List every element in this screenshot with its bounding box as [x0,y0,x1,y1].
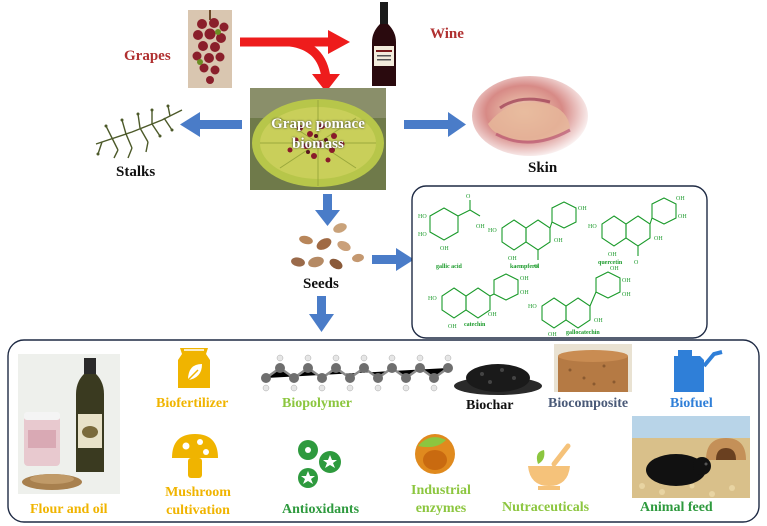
compound-kaempferol: kaempferol [510,264,540,270]
wine-bottle [372,2,396,86]
svg-text:OH: OH [440,246,449,252]
svg-text:OH: OH [448,324,457,330]
wine-label: Wine [430,26,464,42]
svg-text:HO: HO [588,224,597,230]
arrowhead-products [309,314,334,332]
products-box [7,339,760,523]
antioxidants-icon [298,440,341,488]
svg-text:OH: OH [594,318,603,324]
seeds-label: Seeds [303,276,339,292]
grapes-photo [188,10,232,88]
svg-text:HO: HO [428,296,437,302]
grapes-label: Grapes [124,48,171,64]
label-animal-feed: Animal feed [640,500,713,515]
svg-text:HO: HO [418,232,427,238]
label-biofertilizer: Biofertilizer [156,396,229,411]
svg-text:OH: OH [554,238,563,244]
pomace-label: Grape pomace biomass [271,116,365,152]
arrow-grapes-to-pomace [289,37,331,79]
label-industrial-enzymes: Industrial enzymes [396,482,486,518]
label-industrial-line2: enzymes [415,501,467,516]
arrowhead-wine [328,30,350,54]
svg-text:OH: OH [676,196,685,202]
pomace-photo [250,88,386,190]
mortar-pestle-icon [528,443,571,490]
label-mushroom-line2: cultivation [166,503,230,518]
svg-text:O: O [466,194,471,200]
mushroom-icon [172,434,218,478]
svg-text:HO: HO [528,304,537,310]
svg-text:OH: OH [654,236,663,242]
flour-oil-photo [18,354,120,494]
biocomposite-photo [554,344,632,392]
svg-text:OH: OH [622,278,631,284]
polymer-chain-model [261,354,453,392]
stalks-label: Stalks [116,164,156,180]
svg-text:OH: OH [520,290,529,296]
svg-text:OH: OH [520,276,529,282]
arrow-to-products [317,296,326,316]
fuel-canister-icon [674,350,723,392]
arrowhead-skin [448,112,466,137]
skin-image [472,76,588,156]
label-biochar: Biochar [466,398,514,413]
animal-feed-photo [632,416,750,498]
arrow-to-skin [404,120,450,129]
arrow-to-stalks [198,120,242,129]
svg-text:OH: OH [622,292,631,298]
arrow-to-seeds [323,194,332,212]
fertilizer-bag-icon [178,348,210,388]
label-nutraceuticals: Nutraceuticals [502,500,590,515]
compound-gallocatechin: gallocatechin [566,330,600,336]
compound-quercetin: quercetin [598,260,623,266]
label-biofuel: Biofuel [670,396,713,411]
svg-text:OH: OH [508,256,517,262]
label-industrial-line1: Industrial [411,483,471,498]
svg-text:HO: HO [418,214,427,220]
svg-text:O: O [534,264,539,270]
label-biopolymer: Biopolymer [282,396,352,411]
arrowhead-compounds [396,248,414,271]
label-flour-oil: Flour and oil [30,502,108,517]
arrowhead-pomace [312,74,340,92]
svg-text:OH: OH [476,224,485,230]
svg-text:OH: OH [548,332,557,336]
arrowhead-stalks [180,112,200,137]
label-mushroom-line1: Mushroom [165,485,231,500]
arrowhead-seeds [315,210,340,226]
enzyme-icon [415,434,455,474]
svg-text:OH: OH [488,312,497,318]
skin-label: Skin [528,160,558,176]
seeds-image [291,223,364,270]
label-biocomposite: Biocomposite [548,396,629,411]
label-mushroom: Mushroom cultivation [152,484,244,520]
svg-text:OH: OH [678,214,687,220]
compound-gallic-acid: gallic acid [436,264,462,270]
arrow-to-compounds [372,255,398,264]
svg-text:OH: OH [578,206,587,212]
biochar-pile [454,364,542,395]
svg-text:O: O [634,260,639,266]
svg-text:OH: OH [610,266,619,272]
svg-text:OH: OH [608,252,617,258]
svg-text:HO: HO [488,228,497,234]
compounds-box [411,185,708,339]
stalks-image [95,104,183,159]
compound-catechin: catechin [464,322,486,328]
label-antioxidants: Antioxidants [282,502,360,517]
